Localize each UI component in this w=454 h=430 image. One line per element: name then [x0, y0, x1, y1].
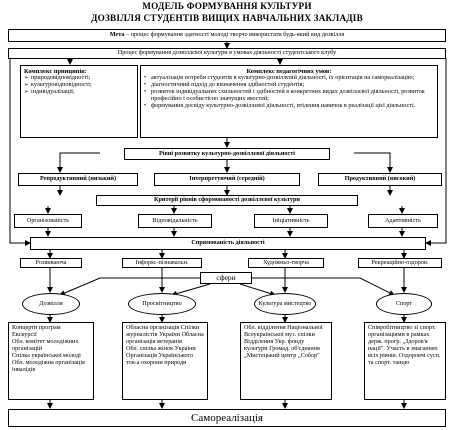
sphere-sport: Спорт [376, 293, 432, 315]
details-leisure: Концерти програм Екскурсії Обл. комітет … [8, 322, 94, 400]
criterion-responsibility: Відповідальність [138, 214, 212, 228]
principle-item: природовідповідності; [24, 74, 134, 82]
orientation-informational: Інформ.-пізнавальн. [122, 258, 202, 268]
criterion-adaptivity: Адаптивність [368, 214, 438, 228]
detail-line: Екскурсії [12, 330, 37, 338]
details-education: Обласна організація Спілки журналістів У… [122, 322, 208, 400]
level-box-low: Репродуктивний (низький) [18, 173, 138, 186]
detail-line: Обл. комітет молодіжних організацій [12, 337, 79, 352]
detail-line: Концерти програм [12, 324, 61, 331]
principles-heading: Комплекс принципів: [24, 68, 87, 75]
condition-item: актуалізація потреби студентів в культур… [144, 74, 434, 82]
condition-item: діагностичний підхід до визначення здібн… [144, 81, 434, 89]
levels-title-box: Рівні розвитку культурно-дозвіллєвої дія… [124, 148, 330, 160]
principle-item: індивідуалізації; [24, 88, 134, 96]
criteria-title-box: Критерії рівнів сформованості дозвіллєво… [96, 195, 358, 206]
goal-label: Мета [109, 31, 125, 39]
detail-line: Обласна організація Спілки журналістів У… [126, 324, 204, 345]
detail-line: Співробітництво зі спорт. організаціями … [368, 324, 441, 366]
principles-box: Комплекс принципів: природовідповідності… [20, 65, 138, 138]
criterion-initiative: Ініціативність [254, 214, 328, 228]
condition-item: розвиток індивідуальних схильностей і зд… [144, 88, 434, 103]
principles-list: природовідповідності; культуровідповідно… [24, 74, 134, 96]
spheres-label-box: сфери [200, 272, 252, 284]
title-line-1: МОДЕЛЬ ФОРМУВАННЯ КУЛЬТУРИ [142, 1, 312, 11]
goal-text: – процес формування здатності молоді тво… [124, 31, 345, 39]
detail-line: Обл. спілка жінок України Організація Ук… [126, 344, 196, 366]
details-sport: Співробітництво зі спорт. організаціями … [364, 322, 446, 400]
detail-line: Спілка української молоді [12, 351, 81, 359]
principle-item: культуровідповідності; [24, 81, 134, 89]
conditions-box: Комплекс педагогічних умов: актуалізація… [140, 65, 438, 138]
details-culture: Обл. відділення Національної Всеукраїнсь… [240, 322, 332, 400]
goal-box: Мета – процес формування здатності молод… [8, 29, 446, 42]
conditions-heading: Комплекс педагогічних умов: [246, 68, 332, 75]
sphere-leisure: Дозвілля [22, 293, 80, 315]
level-box-mid: Інтерпретуючий (середній) [154, 173, 300, 186]
detail-line: Обл. молодіжна організація інвалідів [12, 358, 85, 373]
orientation-developing: Розвиваюча [20, 258, 82, 268]
orientation-title-box: Спрямованість діяльності [30, 237, 426, 250]
orientation-recreational: Рекреаційно-оздоров. [358, 258, 442, 268]
process-box: Процес формування дозвіллєвої культури в… [8, 48, 446, 59]
conditions-list: актуалізація потреби студентів в культур… [144, 74, 434, 110]
condition-item: формування досвіду культурно-дозвіллєвої… [144, 102, 434, 110]
sphere-education: Просвітництво [128, 293, 196, 315]
criterion-organization: Організованість [14, 214, 82, 228]
detail-line: Обл. відділення Національної Всеукраїнсь… [244, 324, 323, 359]
orientation-artistic: Художньо-творча [248, 258, 324, 268]
level-box-high: Продуктивний (високий) [318, 173, 442, 186]
sphere-culture-art: Культура мистецтво [254, 293, 316, 315]
title-line-2: ДОЗВІЛЛЯ СТУДЕНТІВ ВИЩИХ НАВЧАЛЬНИХ ЗАКЛ… [91, 13, 363, 23]
result-box: Самореалізація [8, 409, 446, 427]
